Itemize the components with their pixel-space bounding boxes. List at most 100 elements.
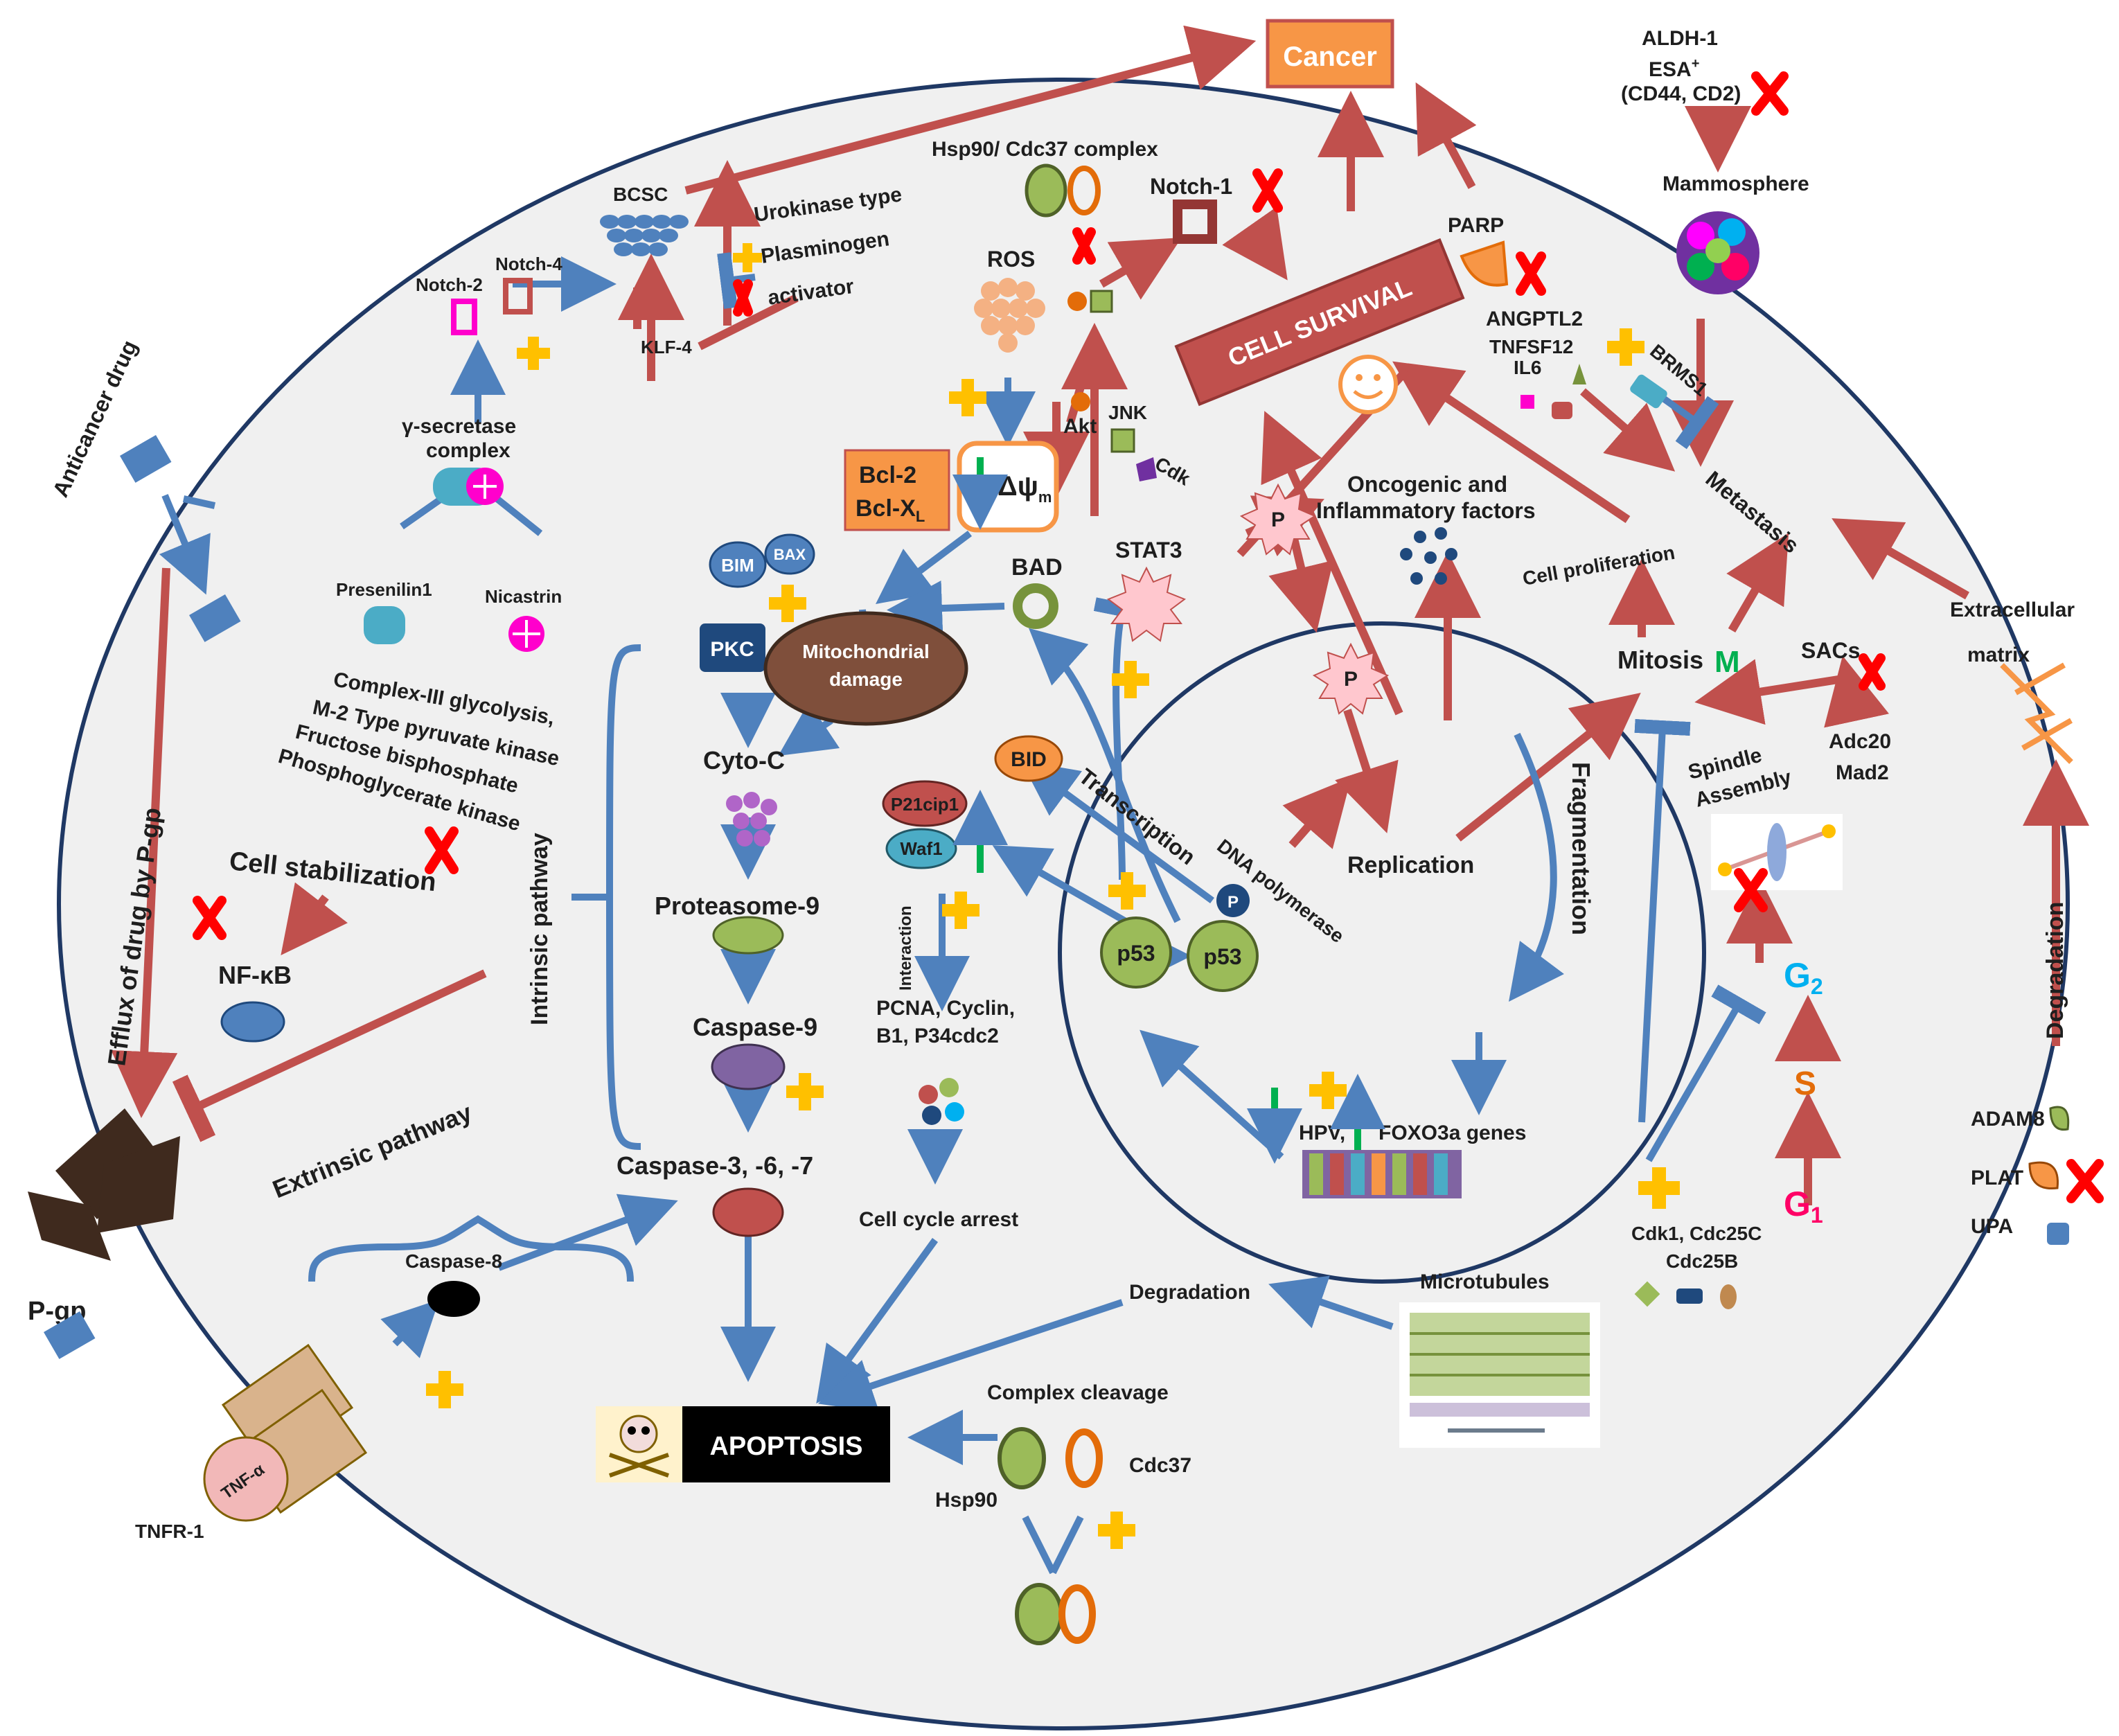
- bax-label: BAX: [774, 546, 806, 563]
- apoptosis-label: APOPTOSIS: [709, 1432, 862, 1461]
- waf1-icon: [885, 828, 957, 869]
- angptl2-label: ANGPTL2: [1486, 308, 1583, 330]
- degradation-right-label: Degradation: [2042, 902, 2068, 1039]
- plat-label: PLAT: [1971, 1167, 2023, 1189]
- plus-icon-cdk1: [1638, 1167, 1680, 1209]
- hsp90-label: Hsp90: [935, 1489, 998, 1512]
- il6-label: IL6: [1514, 357, 1541, 378]
- pcna-dot-2: [939, 1078, 959, 1097]
- cdk-icon: [1136, 457, 1157, 481]
- m-phase-label: M: [1714, 645, 1740, 679]
- p53-right-icon: [1187, 920, 1259, 992]
- skull-icon: [596, 1406, 682, 1482]
- bcsc-label: BCSC: [613, 184, 668, 205]
- tnfr1-icon: TNF-α: [203, 1343, 368, 1522]
- anticancer-drug-label: Anticancer drug: [48, 336, 142, 501]
- mammosphere-label: Mammosphere: [1663, 172, 1809, 195]
- replication-label: Replication: [1347, 852, 1474, 878]
- plat-icon: [2028, 1161, 2059, 1190]
- plus-icon-caspase8: [426, 1371, 463, 1408]
- p53-left-icon: [1100, 916, 1172, 989]
- ros-small-icon: [1067, 292, 1087, 311]
- plus-icon-p53: [1108, 872, 1146, 910]
- caspase9-label: Caspase-9: [693, 1013, 817, 1041]
- bad-label: BAD: [1011, 554, 1063, 581]
- upa-label: UPA: [1971, 1215, 2013, 1238]
- pkc-box: [700, 623, 765, 672]
- p21-label: P21cip1: [891, 794, 959, 815]
- plus-icon-urokinase: [733, 243, 762, 272]
- extracellular-label-1: Extracellular: [1950, 599, 2075, 621]
- caspase3-label: Caspase-3, -6, -7: [617, 1151, 813, 1180]
- interaction-label: Interaction: [896, 905, 915, 991]
- fragmentation-label: Fragmentation: [1567, 762, 1595, 935]
- anticancer-drug-icon: [44, 434, 241, 1359]
- gamma-secretase-label-2: complex: [426, 439, 511, 462]
- notch2-icon: [451, 299, 477, 335]
- adc20-label: Adc20: [1829, 730, 1891, 753]
- cancer-label: Cancer: [1283, 42, 1377, 72]
- mammosphere-icon: [1676, 211, 1759, 294]
- microtubules-icon: [1399, 1302, 1600, 1448]
- bclxl-label: Bcl-XL: [855, 495, 925, 525]
- parp-label: PARP: [1448, 214, 1504, 237]
- cdk1-icon: [1634, 1281, 1660, 1307]
- gamma-secretase-label-1: γ-secretase: [402, 415, 516, 438]
- caspase8-label: Caspase-8: [405, 1250, 502, 1272]
- plus-icon-stat3: [1112, 661, 1149, 698]
- mito-label-2: damage: [829, 668, 903, 690]
- cross-icon-hsp: [1072, 227, 1096, 265]
- plus-signs: [426, 243, 1680, 1549]
- mito-label-1: Mitochondrial: [802, 641, 930, 662]
- caspase9-icon: [711, 1043, 786, 1090]
- tnfsf12-label: TNFSF12: [1489, 336, 1573, 357]
- notch1-icon: [1173, 200, 1217, 244]
- red-arrows: [111, 25, 2089, 1205]
- p53-phospho-icon: [1216, 884, 1250, 917]
- mitosis-label: Mitosis: [1617, 646, 1703, 674]
- cross-icon-notch1: [1252, 168, 1283, 213]
- dna-genes-icon: [1302, 1150, 1462, 1198]
- notch1-label: Notch-1: [1150, 174, 1232, 199]
- upa-icon: [2047, 1223, 2069, 1245]
- plus-icon-notch: [517, 337, 550, 370]
- pcna-label-1: PCNA, Cyclin,: [876, 997, 1015, 1020]
- nicastrin-label: Nicastrin: [485, 586, 562, 607]
- parp-icon: [1460, 240, 1509, 287]
- cdk1-label-1: Cdk1, Cdc25C: [1631, 1223, 1762, 1244]
- nucleus-membrane: [1058, 621, 1706, 1284]
- pkc-label: PKC: [710, 638, 754, 661]
- stat3-label: STAT3: [1115, 538, 1182, 563]
- microtubules-label: Microtubules: [1420, 1270, 1550, 1293]
- degradation-label: Degradation: [1129, 1281, 1250, 1304]
- cdc25c-icon: [1676, 1288, 1703, 1304]
- mad2-label: Mad2: [1836, 761, 1889, 784]
- hsp-cdc-complex-label: Hsp90/ Cdc37 complex: [932, 138, 1158, 161]
- apoptosis-box: [682, 1406, 890, 1482]
- cdc25b-icon: [1720, 1284, 1737, 1309]
- nfkb-label: NF-κB: [218, 961, 292, 989]
- adam8-label: ADAM8: [1971, 1108, 2045, 1131]
- cross-icon-plat: [2066, 1159, 2104, 1203]
- presenilin-icon: [364, 606, 405, 644]
- klf4-label: KLF-4: [641, 337, 692, 357]
- cdk1-label-2: Cdc25B: [1666, 1250, 1738, 1272]
- pcna-dot-4: [945, 1102, 964, 1122]
- bad-icon: [1013, 583, 1058, 629]
- oncogenic-label-1: Oncogenic and: [1347, 472, 1507, 497]
- cancer-box: [1266, 19, 1394, 89]
- phospho-label: P: [1271, 508, 1285, 531]
- bcl2-label: Bcl-2: [859, 462, 916, 488]
- cytoc-cluster-icon: [726, 792, 777, 847]
- akt-icon: [1071, 392, 1090, 411]
- cross-icon-spindle: [1734, 868, 1768, 912]
- notch4-icon: [503, 278, 533, 315]
- nfkb-icon: [220, 1001, 285, 1043]
- extracellular-matrix-icon: [2000, 662, 2073, 764]
- caspase3-icon: [712, 1187, 784, 1237]
- cross-icon-nfkb: [193, 896, 227, 940]
- oncogenic-factors-icon: [1400, 527, 1457, 585]
- complex-cleavage-label: Complex cleavage: [987, 1381, 1169, 1404]
- cross-marks: [193, 71, 2104, 1203]
